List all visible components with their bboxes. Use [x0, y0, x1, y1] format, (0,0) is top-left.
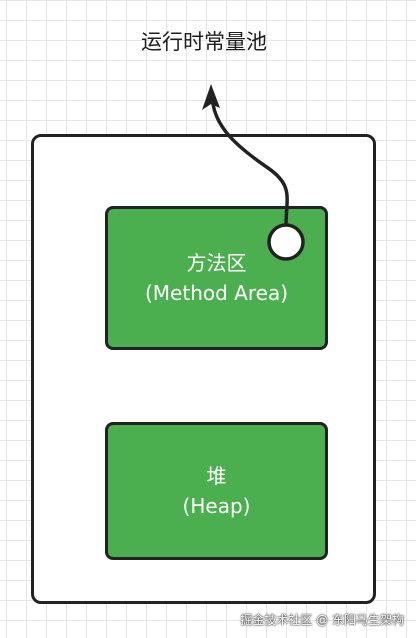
heap-box: 堆 (Heap) [105, 422, 328, 560]
heap-label-en: (Heap) [182, 494, 251, 518]
method-area-box: 方法区 (Method Area) [105, 206, 328, 350]
heap-label-cn: 堆 [206, 464, 227, 488]
watermark: 掘金技术社区 @ 东阳马生架构 [240, 613, 404, 627]
arrow-head-icon [202, 84, 220, 110]
method-area-label-cn: 方法区 [186, 251, 247, 275]
runtime-constant-pool-label: 运行时常量池 [141, 30, 267, 54]
method-area-label-en: (Method Area) [145, 281, 288, 305]
